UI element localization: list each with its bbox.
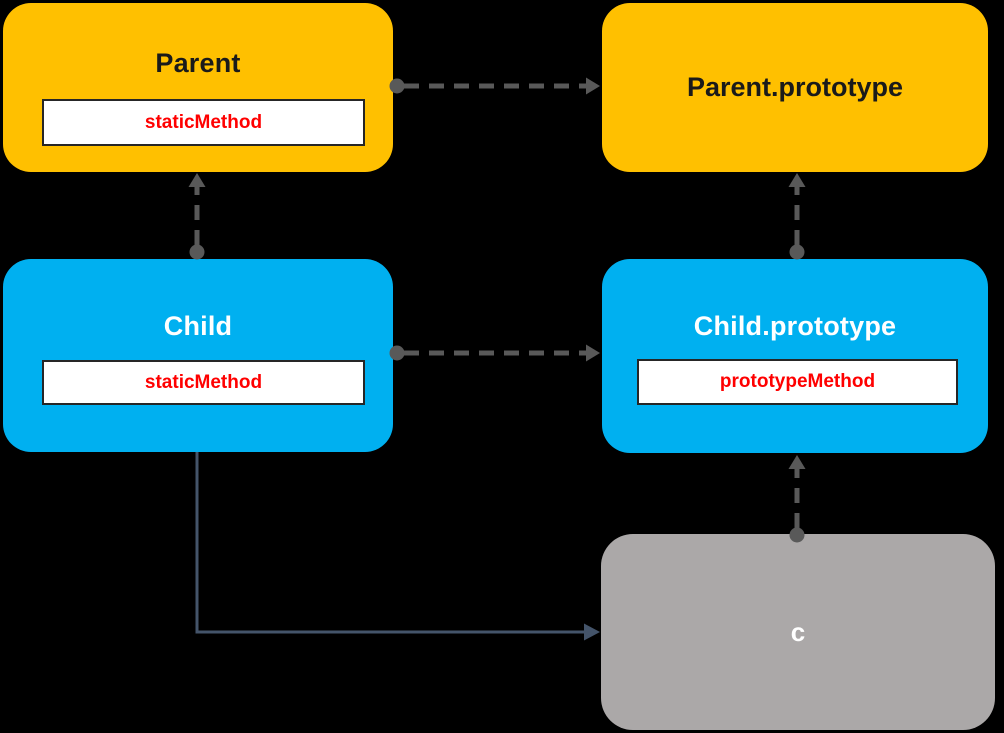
- node-instance-c: c: [601, 534, 995, 730]
- node-child-title: Child: [163, 311, 233, 341]
- edge-c-to-child-prototype: [788, 455, 806, 543]
- node-child-prototype-title: Child.prototype: [693, 311, 897, 341]
- node-child: Child staticMethod: [3, 259, 393, 452]
- parent-static-method-box: staticMethod: [42, 99, 365, 146]
- edge-child-to-parent: [188, 173, 206, 260]
- child-static-method-box: staticMethod: [42, 360, 365, 405]
- node-parent: Parent staticMethod: [3, 3, 393, 172]
- node-parent-title: Parent: [155, 48, 241, 78]
- node-child-prototype: Child.prototype prototypeMethod: [602, 259, 988, 453]
- node-instance-c-title: c: [790, 616, 806, 647]
- node-parent-prototype: Parent.prototype: [602, 3, 988, 172]
- edge-child-to-child-prototype: [389, 344, 600, 362]
- edge-child-prototype-to-parent-prototype: [788, 173, 806, 260]
- node-parent-prototype-title: Parent.prototype: [686, 72, 904, 102]
- child-prototype-method-box: prototypeMethod: [637, 359, 958, 405]
- edge-parent-to-parent-prototype: [389, 77, 600, 95]
- edge-child-to-c: [195, 452, 600, 641]
